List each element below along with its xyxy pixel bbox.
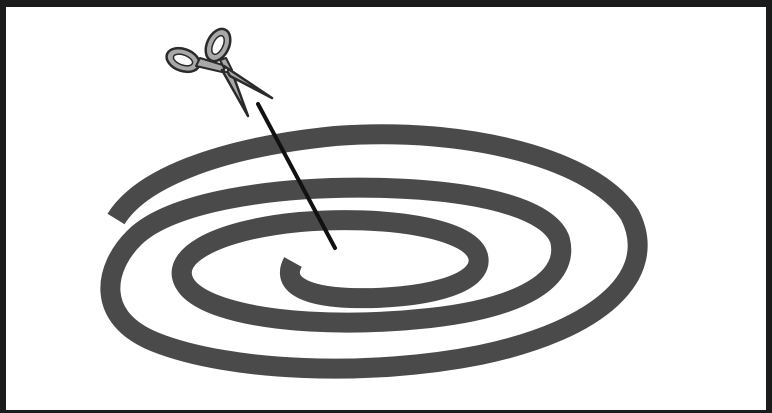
cut-line <box>256 102 337 250</box>
spiral-coil <box>100 124 648 379</box>
scissors-icon <box>165 27 274 118</box>
